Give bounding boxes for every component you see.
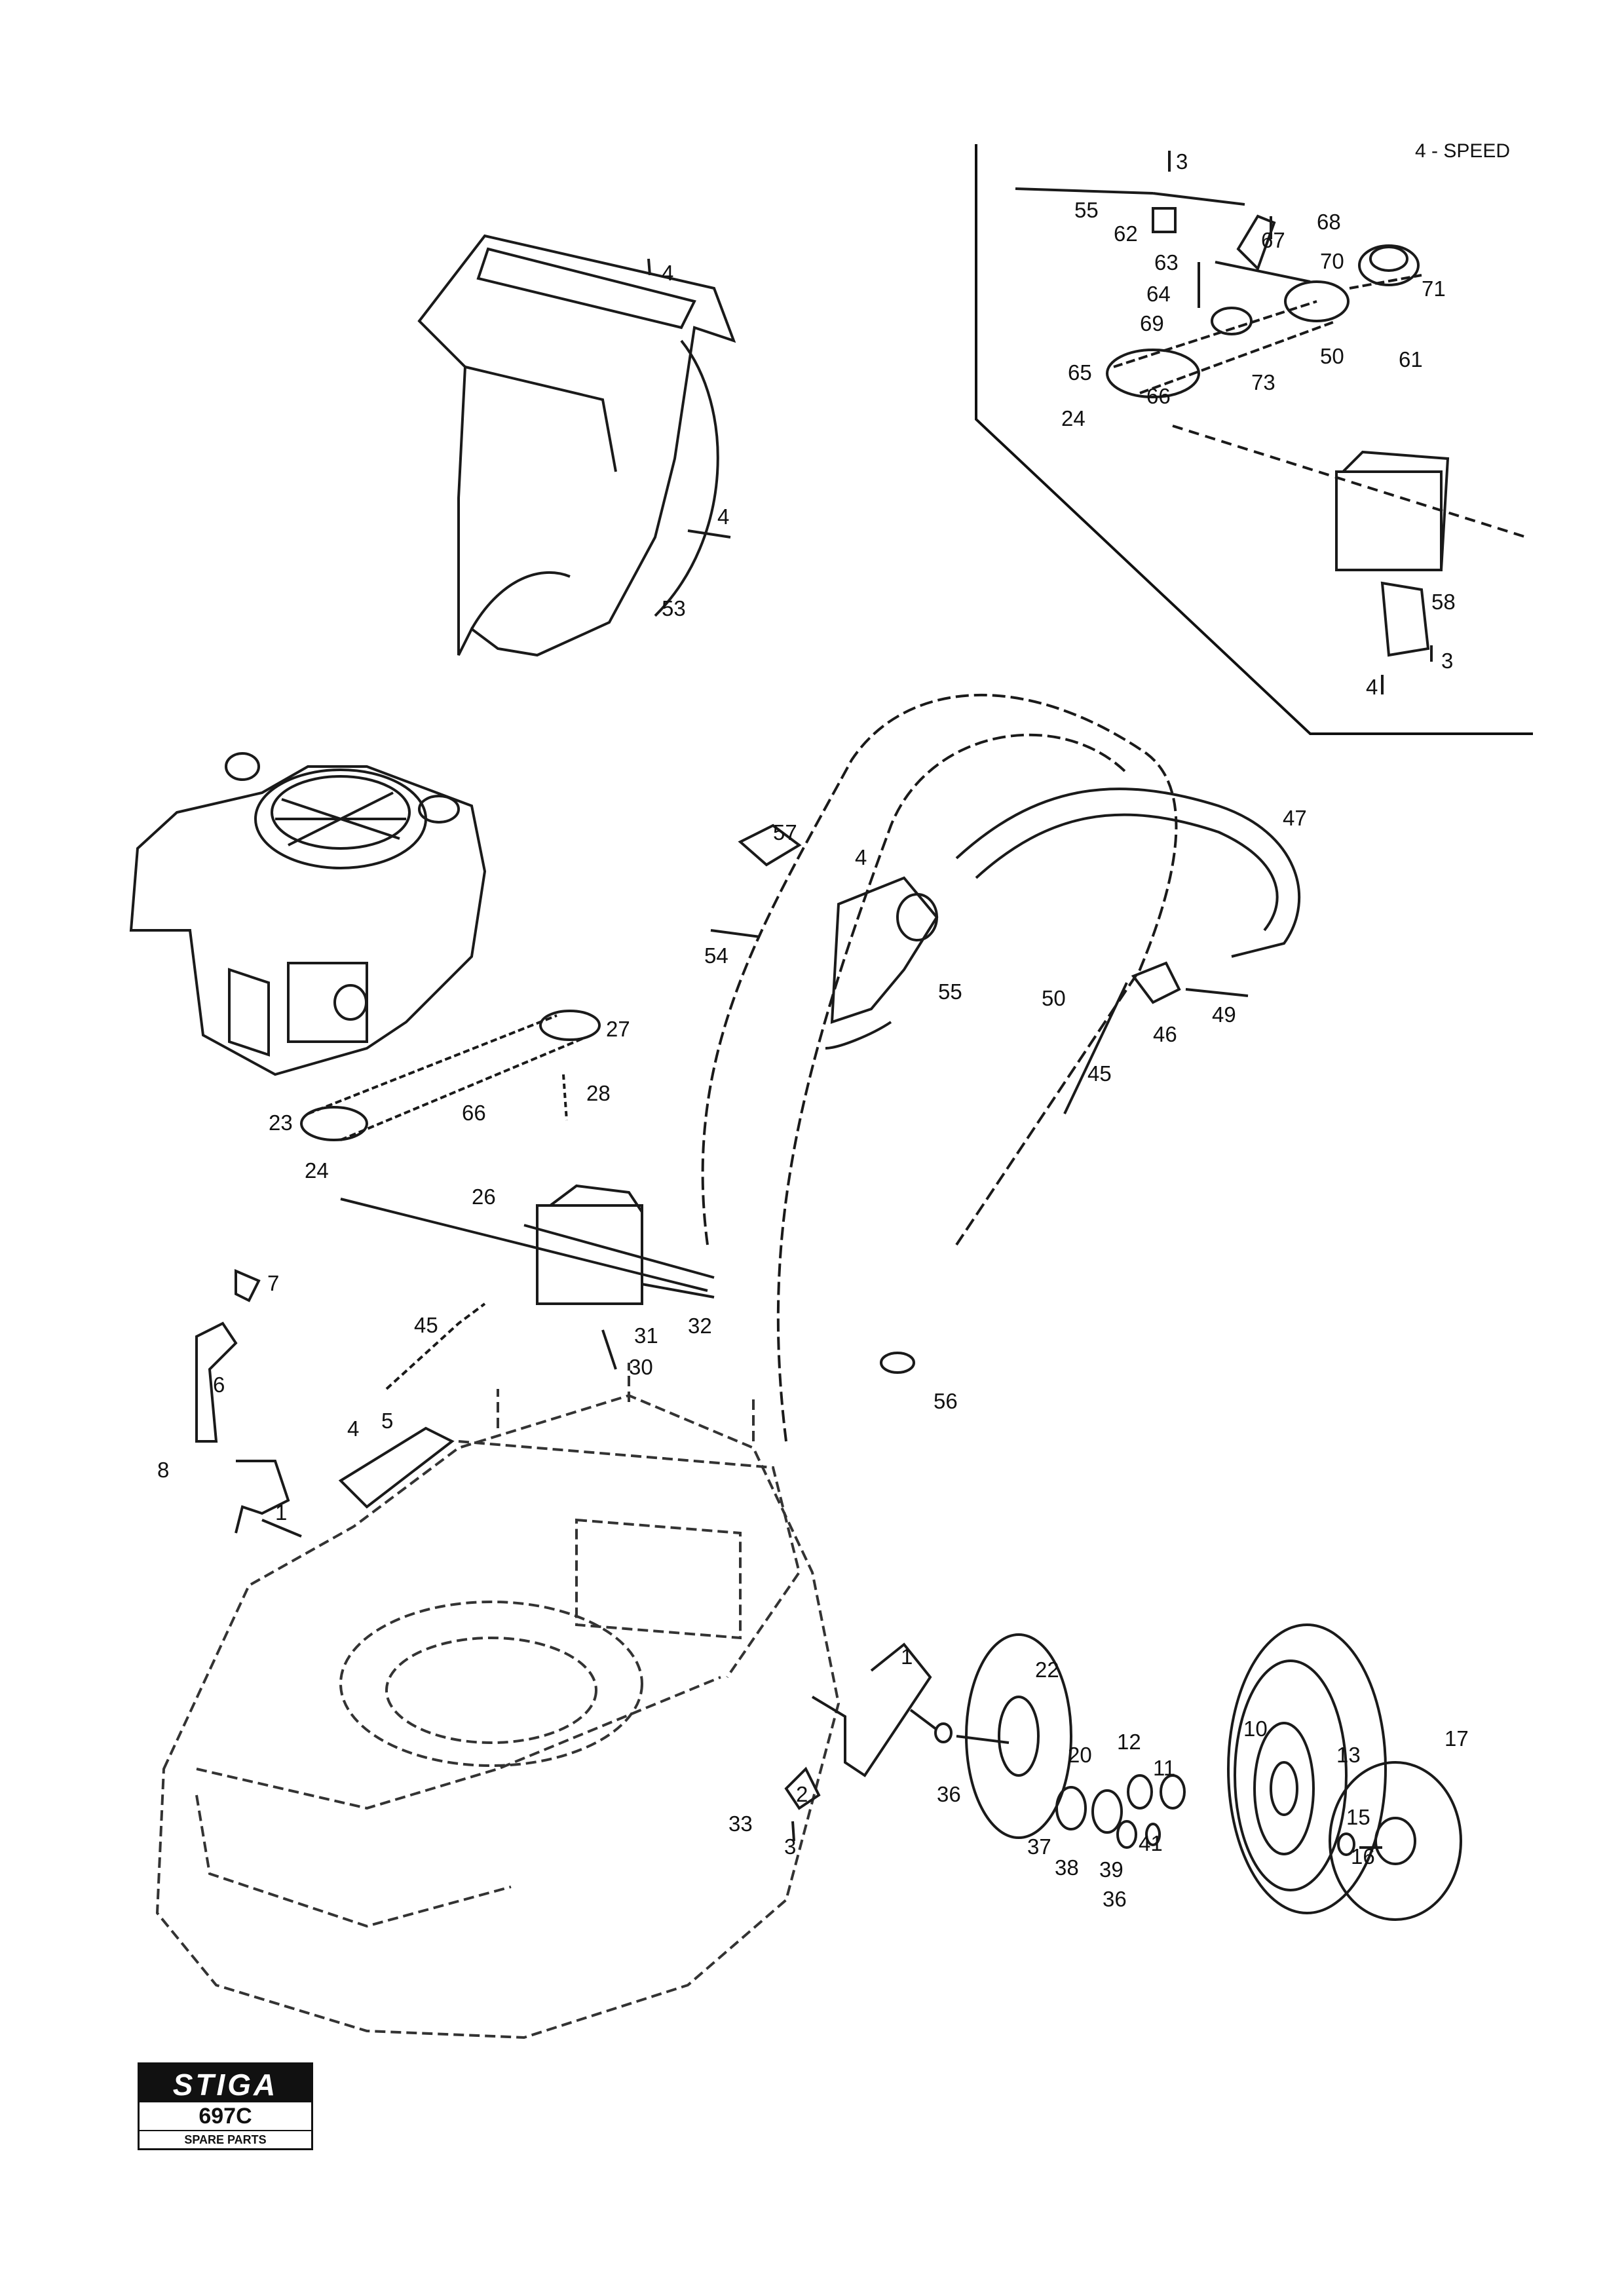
inset-frame bbox=[975, 144, 1533, 735]
callout-label: 13 bbox=[1336, 1743, 1361, 1767]
callout-label: 68 bbox=[1317, 210, 1341, 234]
callout-label: 6 bbox=[213, 1373, 225, 1397]
callout-label: 33 bbox=[728, 1811, 753, 1836]
callout-label: 49 bbox=[1212, 1002, 1236, 1027]
callout-label: 31 bbox=[634, 1323, 658, 1348]
callout-label: 63 bbox=[1154, 250, 1179, 275]
callout-label: 66 bbox=[462, 1101, 486, 1125]
callout-label: 64 bbox=[1146, 282, 1171, 306]
callout-label: 28 bbox=[586, 1081, 611, 1105]
wheel-assembly bbox=[784, 1623, 1462, 1921]
callout-label: 2 bbox=[796, 1782, 808, 1806]
callout-label: 5 bbox=[381, 1409, 393, 1433]
callout-label: 70 bbox=[1320, 249, 1344, 273]
callout-label: 17 bbox=[1445, 1726, 1469, 1751]
callout-label: 4 bbox=[717, 504, 729, 529]
callout-label: 12 bbox=[1117, 1730, 1141, 1754]
callout-label: 57 bbox=[773, 820, 797, 844]
callout-label: 24 bbox=[305, 1158, 329, 1183]
callout-label: 36 bbox=[1103, 1887, 1127, 1911]
callout-label: 62 bbox=[1114, 221, 1138, 246]
callout-label: 10 bbox=[1243, 1717, 1268, 1741]
callout-label: 22 bbox=[1035, 1658, 1059, 1682]
callout-label: 71 bbox=[1422, 276, 1446, 301]
callout-label: 4 bbox=[662, 261, 673, 285]
callout-label: 7 bbox=[267, 1271, 279, 1295]
callout-label: 38 bbox=[1055, 1855, 1079, 1880]
inset-drive-assembly bbox=[1015, 151, 1527, 694]
callout-label: 45 bbox=[414, 1313, 438, 1337]
callout-label: 8 bbox=[157, 1458, 169, 1482]
callout-label: 4 bbox=[347, 1416, 359, 1441]
gearbox-assembly bbox=[195, 1184, 915, 1538]
callout-label: 53 bbox=[662, 596, 686, 620]
callout-label: 3 bbox=[1176, 149, 1188, 174]
callout-label: 41 bbox=[1139, 1831, 1163, 1855]
callout-label: 54 bbox=[704, 943, 728, 968]
callout-label: 11 bbox=[1153, 1756, 1175, 1780]
callout-label: 39 bbox=[1099, 1857, 1124, 1882]
callout-label: 30 bbox=[629, 1355, 653, 1379]
callout-label: 20 bbox=[1068, 1743, 1092, 1767]
callout-label: 37 bbox=[1027, 1834, 1051, 1859]
mower-deck bbox=[155, 1363, 840, 2039]
callout-label: 58 bbox=[1431, 590, 1456, 614]
callout-label: 15 bbox=[1346, 1805, 1370, 1829]
callout-label: 56 bbox=[934, 1389, 958, 1413]
logo-brand: STIGA bbox=[172, 2068, 278, 2102]
callout-label: 16 bbox=[1351, 1844, 1375, 1868]
logo-band: STIGA bbox=[140, 2064, 311, 2102]
callout-label: 27 bbox=[606, 1017, 630, 1041]
callout-label: 1 bbox=[275, 1500, 287, 1525]
spare-parts-label: SPARE PARTS bbox=[140, 2130, 311, 2148]
callout-label: 1 bbox=[901, 1644, 913, 1669]
callout-label: 26 bbox=[472, 1185, 496, 1209]
handle-bar bbox=[701, 693, 1300, 1442]
engine-block bbox=[129, 752, 487, 1076]
callout-label: 4 bbox=[1366, 675, 1378, 699]
drive-belt bbox=[300, 1010, 601, 1141]
callout-label: 55 bbox=[1074, 198, 1099, 222]
callout-label: 69 bbox=[1140, 311, 1164, 335]
callout-label: 32 bbox=[688, 1314, 712, 1338]
callout-label: 67 bbox=[1261, 228, 1285, 252]
callout-label: 50 bbox=[1042, 986, 1066, 1010]
callout-label: 4 bbox=[855, 845, 867, 869]
callout-label: 50 bbox=[1320, 344, 1344, 368]
stiga-logo: STIGA 697C SPARE PARTS bbox=[138, 2062, 313, 2150]
callout-label: 65 bbox=[1068, 360, 1092, 385]
callout-label: 47 bbox=[1283, 806, 1307, 830]
callout-label: 46 bbox=[1153, 1022, 1177, 1046]
callout-label: 3 bbox=[784, 1834, 796, 1859]
callout-label: 61 bbox=[1399, 347, 1423, 371]
callout-label: 55 bbox=[938, 979, 962, 1004]
callout-label: 73 bbox=[1251, 370, 1275, 394]
callout-label: 66 bbox=[1146, 384, 1171, 408]
grass-bag bbox=[417, 234, 736, 657]
callout-label: 23 bbox=[269, 1110, 293, 1135]
callout-label: 36 bbox=[937, 1782, 961, 1806]
inset-title: 4 - SPEED bbox=[1415, 140, 1510, 162]
model-number: 697C bbox=[198, 2104, 252, 2129]
callout-label: 3 bbox=[1441, 649, 1453, 673]
callout-labels: 3 55 62 67 68 63 70 71 64 69 65 66 73 50… bbox=[157, 149, 1469, 1911]
callout-label: 24 bbox=[1061, 406, 1086, 430]
callout-label: 45 bbox=[1087, 1061, 1112, 1086]
